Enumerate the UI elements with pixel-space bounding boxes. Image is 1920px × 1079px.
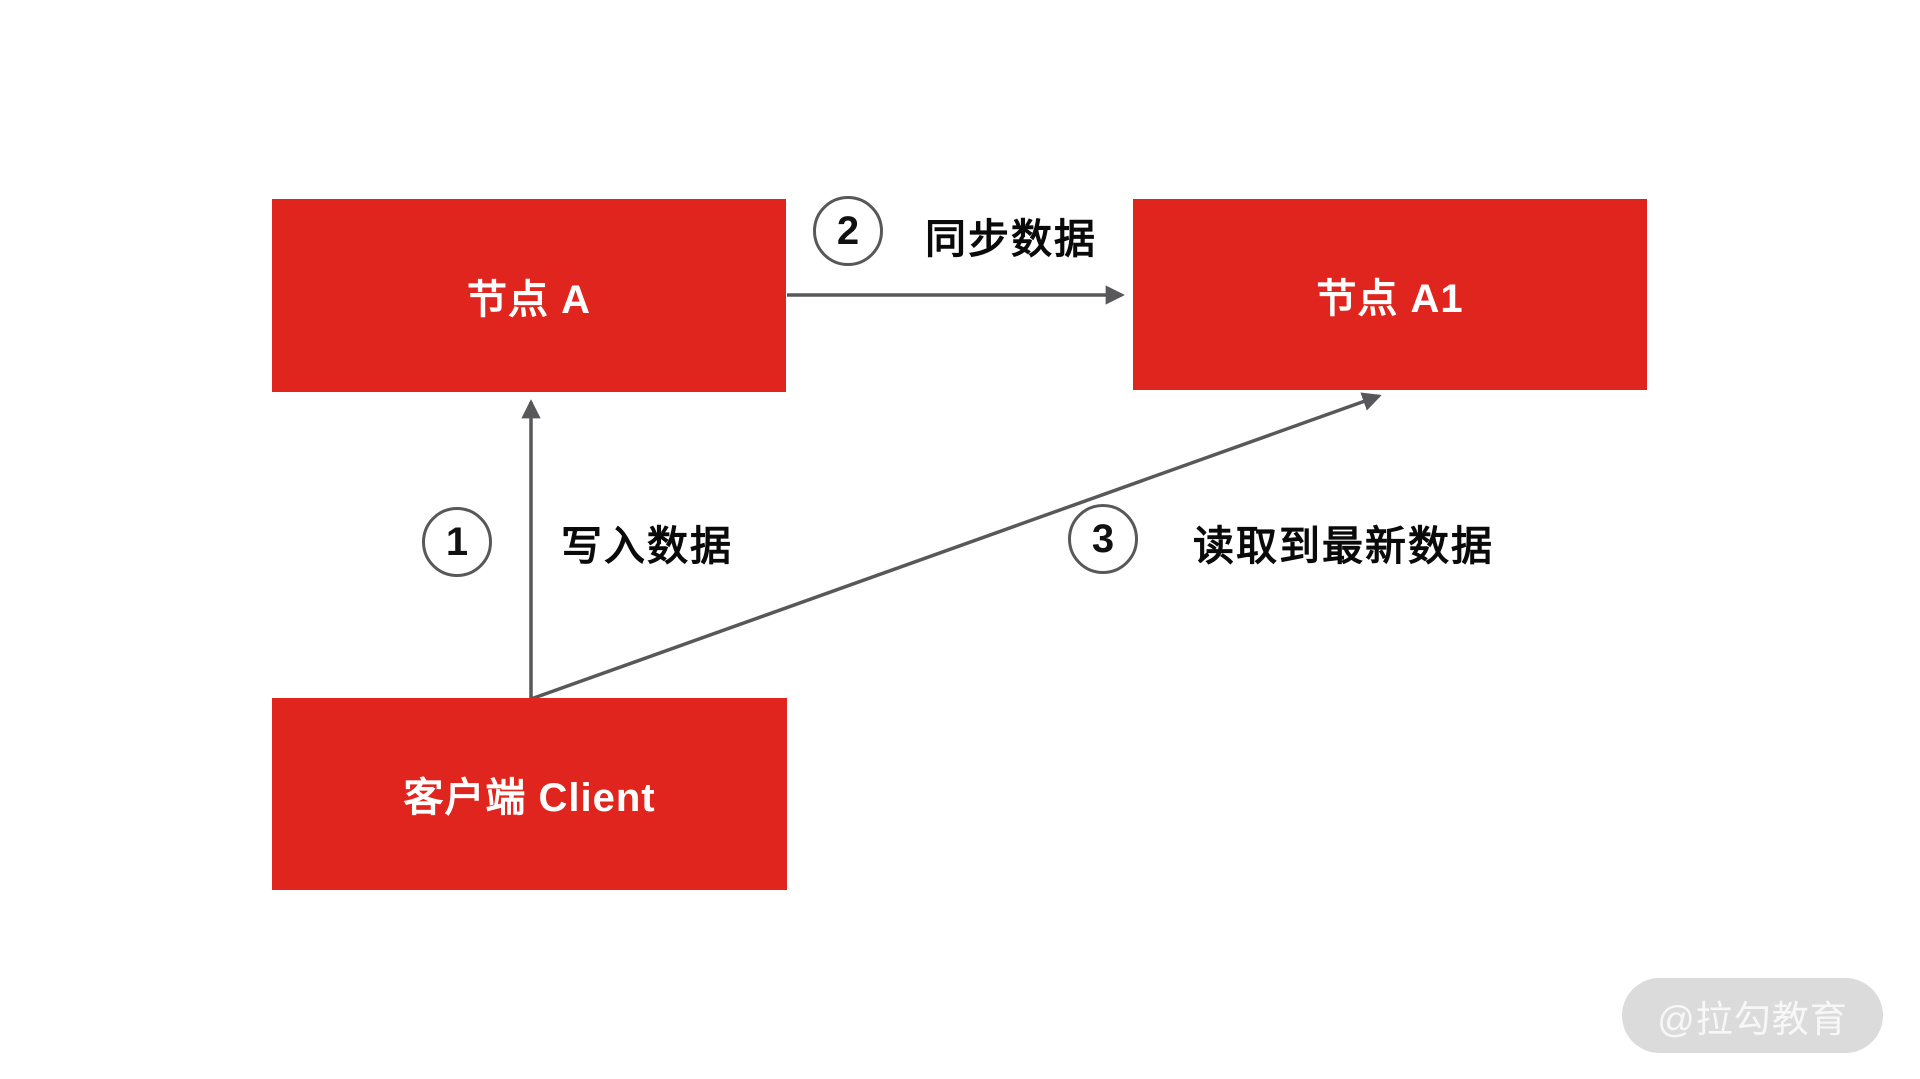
node-a1-box: 节点 A1 bbox=[1133, 199, 1647, 390]
node-a1-label: 节点 A1 bbox=[1316, 276, 1464, 321]
step-2-label: 同步数据 bbox=[925, 216, 1097, 262]
node-a-box: 节点 A bbox=[272, 199, 786, 392]
step-2-badge: 2 bbox=[813, 196, 883, 266]
step-2-number: 2 bbox=[836, 208, 860, 253]
step-3-number: 3 bbox=[1091, 516, 1115, 561]
client-label: 客户端 Client bbox=[403, 776, 656, 820]
arrow-read-data bbox=[530, 392, 1382, 701]
watermark-badge: @拉勾教育 bbox=[1622, 978, 1883, 1053]
watermark-text: @拉勾教育 bbox=[1657, 998, 1848, 1040]
step-1-badge: 1 bbox=[422, 507, 492, 577]
step-3-label: 读取到最新数据 bbox=[1193, 523, 1494, 569]
step-3-badge: 3 bbox=[1068, 504, 1138, 574]
node-a-label: 节点 A bbox=[467, 277, 591, 322]
step-1-label: 写入数据 bbox=[561, 523, 733, 569]
step-1-number: 1 bbox=[445, 519, 469, 564]
client-box: 客户端 Client bbox=[272, 698, 787, 890]
